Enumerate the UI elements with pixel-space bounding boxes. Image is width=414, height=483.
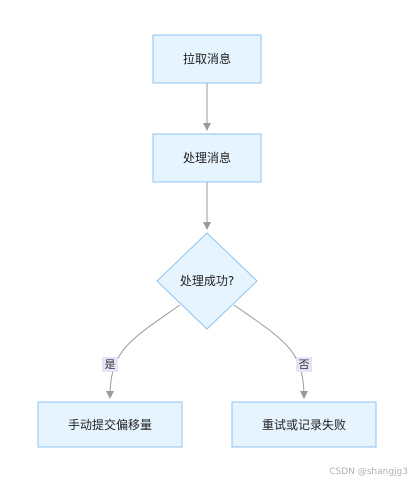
watermark: CSDN @shangjg3 — [329, 467, 408, 477]
node-decision-label: 处理成功? — [180, 274, 234, 288]
edge-decision-to-retry — [233, 304, 308, 399]
edge-decision-to-commit — [106, 304, 181, 399]
node-decision: 处理成功? — [156, 232, 258, 330]
node-process-message-label: 处理消息 — [183, 150, 231, 165]
node-retry-or-log-label: 重试或记录失败 — [262, 417, 346, 432]
node-fetch-message-label: 拉取消息 — [183, 51, 231, 66]
edge-label-yes-text: 是 — [105, 358, 116, 371]
edge-label-no-text: 否 — [299, 358, 310, 371]
node-fetch-message: 拉取消息 — [152, 34, 262, 84]
node-retry-or-log: 重试或记录失败 — [231, 401, 377, 448]
edge-label-yes: 是 — [102, 357, 118, 372]
edge-label-no: 否 — [296, 357, 312, 372]
node-commit-offset-label: 手动提交偏移量 — [68, 417, 152, 432]
node-commit-offset: 手动提交偏移量 — [37, 401, 183, 448]
node-process-message: 处理消息 — [152, 133, 262, 183]
